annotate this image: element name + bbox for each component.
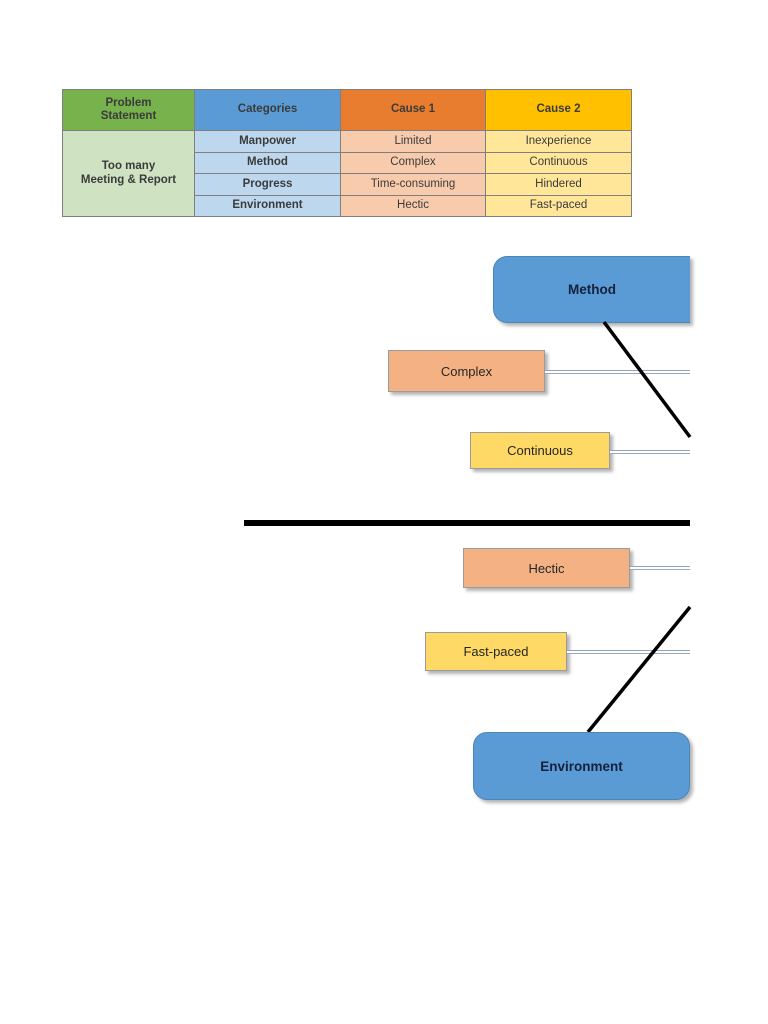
category-cell-manpower: Manpower: [194, 130, 341, 153]
table-row: Environment Hectic Fast-paced: [63, 194, 632, 217]
header-categories: Categories: [194, 89, 341, 131]
problem-statement-line1: Too many: [101, 160, 156, 173]
fishbone-category-environment[interactable]: Environment: [473, 732, 690, 800]
cause-analysis-table: Problem Statement Categories Cause 1 Cau…: [62, 89, 632, 217]
category-cell-method: Method: [194, 151, 341, 174]
fishbone-category-method[interactable]: Method: [493, 256, 690, 323]
category-cell-environment: Environment: [194, 194, 341, 217]
rib-line-environment: [586, 605, 692, 734]
table-row: Method Complex Continuous: [63, 151, 632, 174]
rib-line-method: [602, 320, 692, 439]
table-row: Progress Time-consuming Hindered: [63, 173, 632, 196]
cause2-cell-environment: Fast-paced: [485, 194, 632, 217]
cause2-cell-method: Continuous: [485, 151, 632, 174]
header-cause-1: Cause 1: [340, 89, 486, 131]
cause1-cell-environment: Hectic: [340, 194, 486, 217]
cause2-cell-manpower: Inexperience: [485, 130, 632, 153]
cause2-cell-progress: Hindered: [485, 173, 632, 196]
category-cell-progress: Progress: [194, 173, 341, 196]
header-problem-statement: Problem Statement: [62, 89, 195, 131]
connector-hectic: [630, 566, 690, 570]
table-header-row: Problem Statement Categories Cause 1 Cau…: [62, 89, 632, 131]
cause1-cell-manpower: Limited: [340, 130, 486, 153]
cause1-cell-progress: Time-consuming: [340, 173, 486, 196]
connector-fast-paced: [567, 650, 690, 654]
header-cause-2: Cause 2: [485, 89, 632, 131]
problem-statement-cell: Too many Meeting & Report: [62, 130, 195, 217]
table-row: Too many Meeting & Report Manpower Limit…: [62, 130, 632, 217]
fishbone-cause-continuous[interactable]: Continuous: [470, 432, 610, 469]
fishbone-cause-complex[interactable]: Complex: [388, 350, 545, 392]
problem-statement-line2: Meeting & Report: [80, 173, 177, 186]
fishbone-spine: [244, 520, 690, 526]
connector-complex: [545, 370, 690, 374]
header-problem-statement-line2: Statement: [100, 110, 157, 122]
fishbone-cause-fast-paced[interactable]: Fast-paced: [425, 632, 567, 671]
fishbone-cause-hectic[interactable]: Hectic: [463, 548, 630, 588]
cause1-cell-method: Complex: [340, 151, 486, 174]
connector-continuous: [610, 450, 690, 454]
header-problem-statement-line1: Problem: [105, 96, 152, 109]
